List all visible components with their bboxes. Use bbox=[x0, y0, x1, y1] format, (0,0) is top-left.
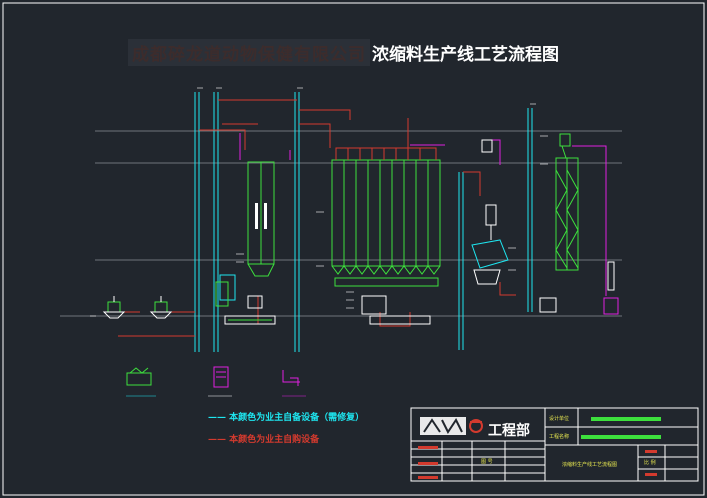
title-block-fills bbox=[418, 417, 661, 479]
legend-cyan-text: 本颜色为业主自备设备（需修复） bbox=[229, 413, 365, 423]
batching-bins bbox=[331, 159, 441, 287]
left-bins bbox=[247, 161, 275, 277]
distribution-pipes bbox=[118, 99, 516, 337]
bucket-elevators bbox=[194, 92, 533, 352]
legend-red-item: —— 本颜色为业主自购设备 bbox=[208, 435, 320, 445]
right-silos bbox=[555, 133, 579, 271]
mixer-group bbox=[471, 139, 509, 285]
title-block-drawing-name: 浓缩料生产线工艺流程图 bbox=[562, 462, 618, 468]
legend-symbols bbox=[126, 366, 306, 397]
company-logo bbox=[420, 417, 483, 435]
diagram-title: 成都碎龙道动物保健有限公司 浓缩料生产线工艺流程图 bbox=[128, 38, 559, 66]
legend-pipe-symbol bbox=[282, 370, 300, 386]
diagram-title-text: 浓缩料生产线工艺流程图 bbox=[372, 44, 559, 65]
title-block-logo-text: 工程部 bbox=[488, 423, 530, 439]
legend-cabinet-symbol bbox=[213, 366, 229, 388]
lower-equipment bbox=[215, 261, 619, 325]
title-block-design-unit: 设计单位 bbox=[549, 416, 570, 422]
small-annotations bbox=[90, 87, 548, 317]
company-name: 成都碎龙道动物保健有限公司 bbox=[128, 38, 370, 66]
intake-hoppers bbox=[102, 296, 173, 319]
title-block-project-name: 工程名称 bbox=[549, 434, 570, 440]
legend-cyan-item: —— 本颜色为业主自备设备（需修复） bbox=[208, 413, 365, 423]
legend-red-text: 本颜色为业主自购设备 bbox=[229, 435, 320, 445]
floor-lines bbox=[60, 130, 622, 317]
title-block-cell-b: 比 例 bbox=[644, 460, 656, 466]
legend-feeder-symbol bbox=[126, 372, 152, 386]
title-block-cell-a: 图 号 bbox=[481, 459, 493, 465]
